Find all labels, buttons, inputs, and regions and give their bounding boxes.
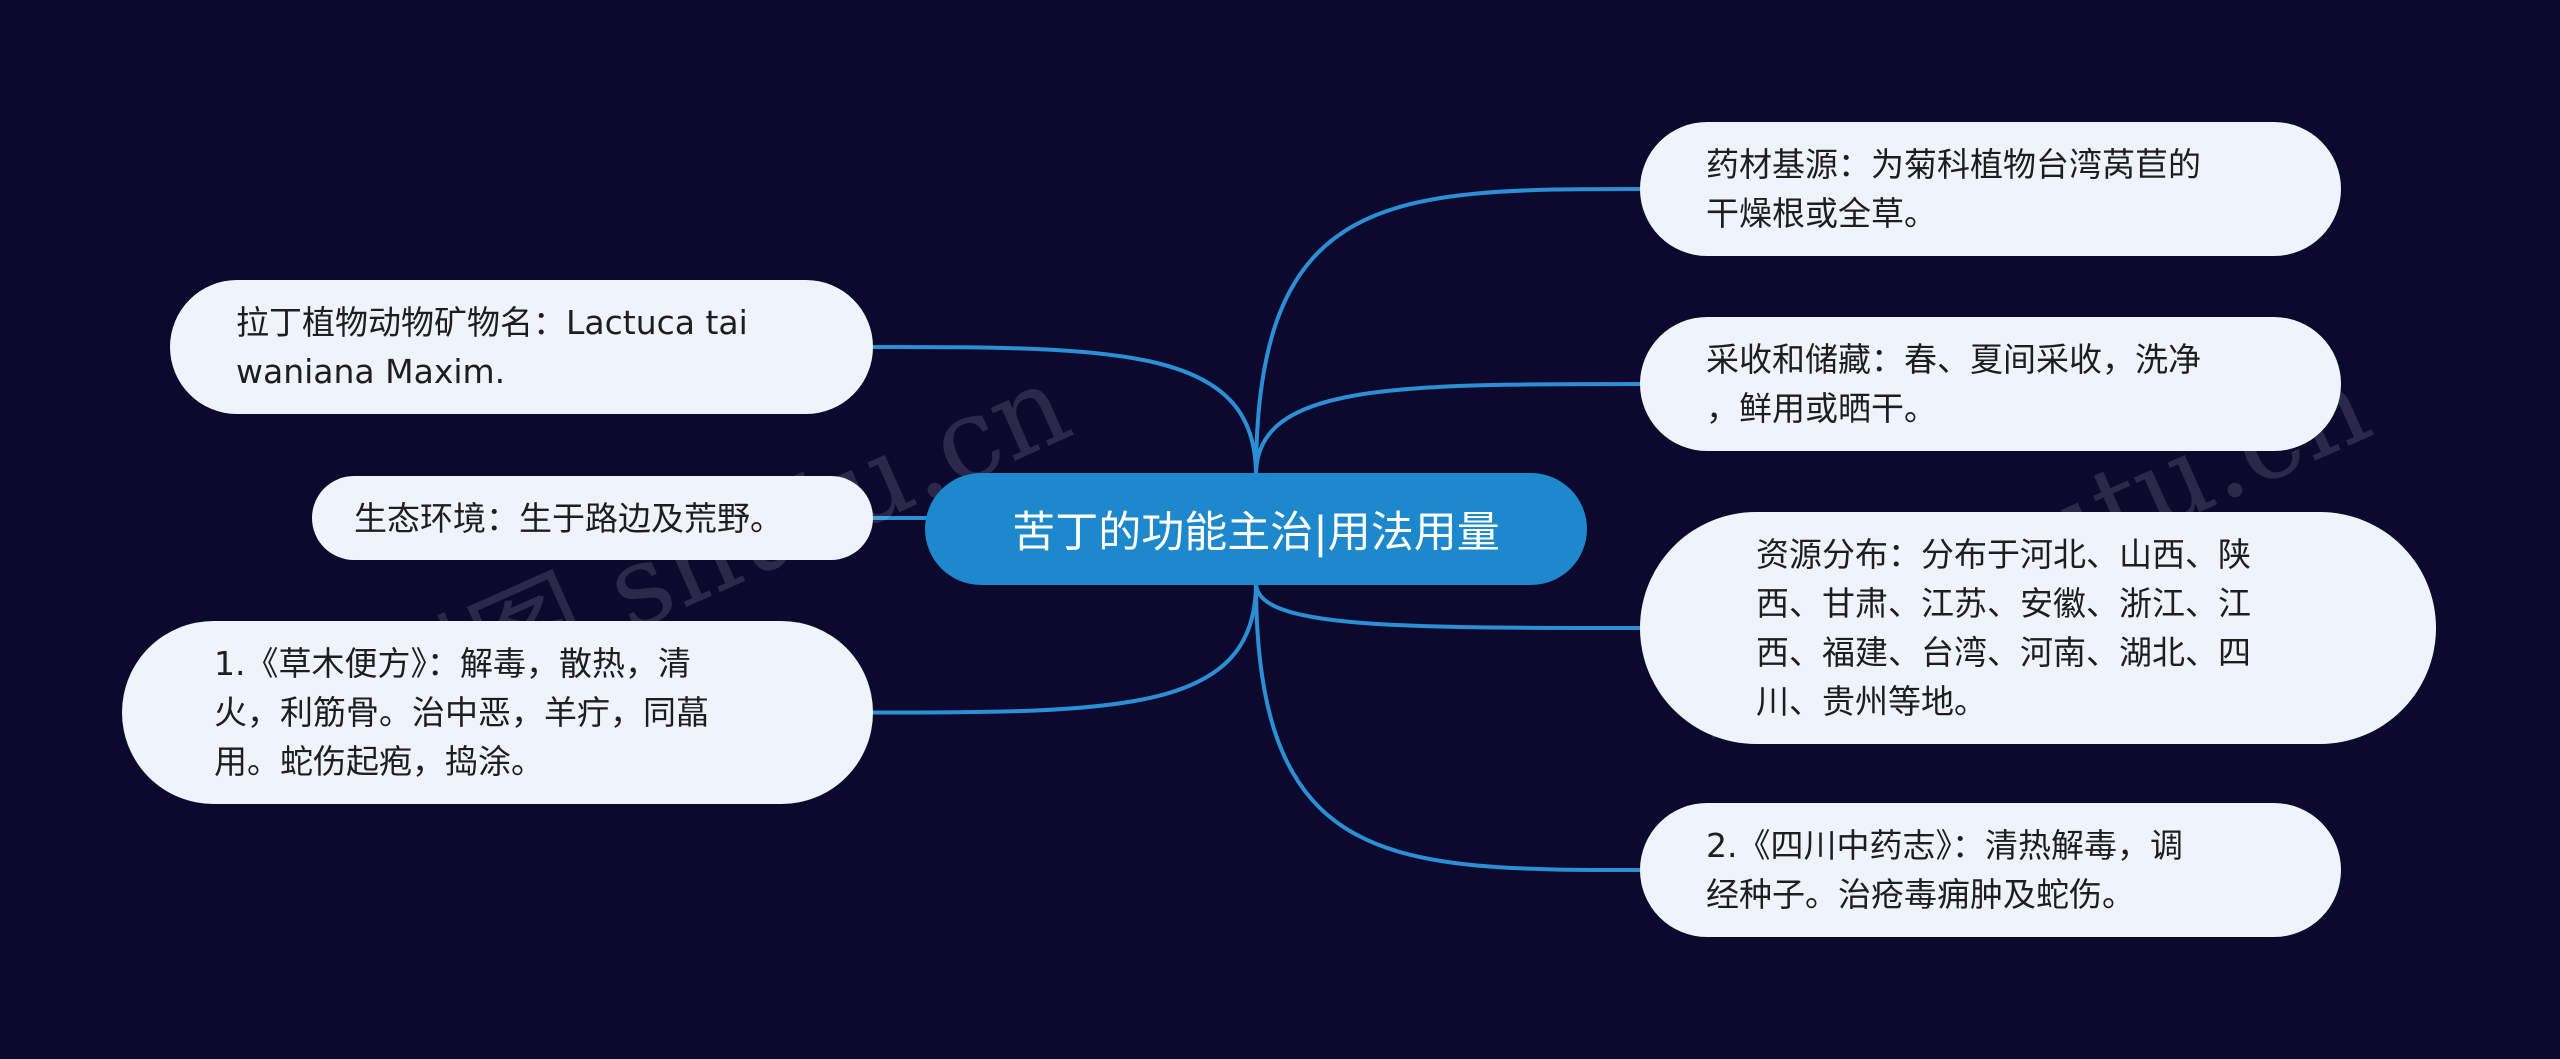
node-text: 2.《四川中药志》：清热解毒，调 经种子。治疮毒痈肿及蛇伤。: [1706, 826, 2183, 914]
connector-source: [1254, 187, 1646, 477]
node-source[interactable]: 药材基源：为菊科植物台湾莴苣的 干燥根或全草。: [1640, 122, 2341, 256]
node-caomu-bianfang[interactable]: 1.《草木便方》：解毒，散热，清 火，利筋骨。治中恶，羊疔，同蕌 用。蛇伤起疱，…: [122, 621, 873, 804]
connector-latin-name: [867, 345, 1258, 477]
node-text: 生态环境：生于路边及荒野。: [354, 498, 783, 538]
connector-harvest: [1254, 382, 1646, 477]
central-topic[interactable]: 苦丁的功能主治|用法用量: [925, 473, 1587, 585]
node-habitat[interactable]: 生态环境：生于路边及荒野。: [312, 476, 873, 560]
node-text: 1.《草木便方》：解毒，散热，清 火，利筋骨。治中恶，羊疔，同蕌 用。蛇伤起疱，…: [214, 644, 709, 781]
node-text: 采收和储藏：春、夏间采收，洗净 ，鲜用或晒干。: [1706, 340, 2201, 428]
node-text: 药材基源：为菊科植物台湾莴苣的 干燥根或全草。: [1706, 145, 2201, 233]
central-topic-label: 苦丁的功能主治|用法用量: [1012, 508, 1500, 558]
node-distribution[interactable]: 资源分布：分布于河北、山西、陕 西、甘肃、江苏、安徽、浙江、江 西、福建、台湾、…: [1640, 512, 2436, 744]
connector-sichuan-zhongyaozhi: [1254, 581, 1646, 872]
connector-distribution: [1254, 581, 1646, 630]
connector-caomu-bianfang: [867, 581, 1258, 715]
node-text: 拉丁植物动物矿物名：Lactuca tai waniana Maxim.: [236, 303, 748, 391]
node-latin-name[interactable]: 拉丁植物动物矿物名：Lactuca tai waniana Maxim.: [170, 280, 873, 414]
node-harvest[interactable]: 采收和储藏：春、夏间采收，洗净 ，鲜用或晒干。: [1640, 317, 2341, 451]
node-sichuan-zhongyaozhi[interactable]: 2.《四川中药志》：清热解毒，调 经种子。治疮毒痈肿及蛇伤。: [1640, 803, 2341, 937]
node-text: 资源分布：分布于河北、山西、陕 西、甘肃、江苏、安徽、浙江、江 西、福建、台湾、…: [1756, 535, 2251, 721]
